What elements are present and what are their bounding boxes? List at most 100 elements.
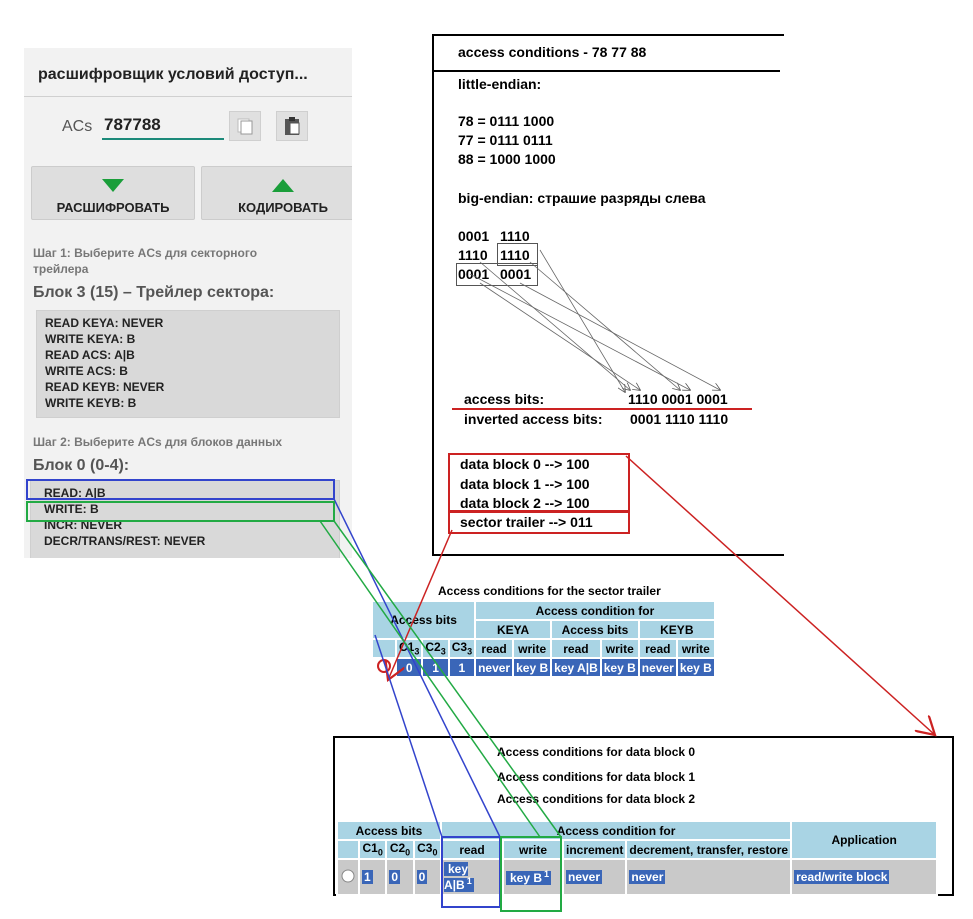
perm-read-acs: READ ACS: A|B [45, 348, 135, 362]
encode-label: КОДИРОВАТЬ [238, 200, 328, 215]
bit-c2: 0 [385, 858, 415, 896]
data-block1-caption: Access conditions for data block 1 [497, 770, 696, 784]
th-read: read [637, 638, 678, 659]
acs-input[interactable] [102, 112, 224, 140]
th-access-bits-group: Access bits [550, 619, 640, 640]
inverted-bits-value: 0001 1110 1110 [630, 411, 729, 427]
th-write: write [512, 638, 553, 659]
little-endian-label: little-endian: [458, 76, 542, 92]
trailer-row[interactable]: 0 1 1 never key B key A|B key B never ke… [371, 657, 716, 678]
perm-write-keya: WRITE KEYA: B [45, 332, 136, 346]
step1-text: Шаг 1: Выберите ACs для секторного трейл… [33, 246, 258, 276]
acs-read-value: key A|B [550, 657, 602, 678]
bit-c1: 0 [394, 657, 424, 678]
th-read: read [550, 638, 602, 659]
th-read: read [440, 839, 504, 860]
th-read: read [474, 638, 515, 659]
big-row2-b: 1110 [500, 247, 530, 263]
byte-78: 78 = 0111 1000 [458, 113, 555, 129]
th-decrement: decrement, transfer, restore [625, 839, 793, 860]
bit-c3: 1 [447, 657, 477, 678]
keyb-write-value: key B [675, 657, 716, 678]
bit-c2: 1 [421, 657, 450, 678]
th-c1: C10 [357, 839, 388, 860]
th-c2: C23 [421, 638, 450, 659]
perm-read-keya: READ KEYA: NEVER [45, 316, 164, 330]
application-value: read/write block [790, 858, 939, 896]
row-radio[interactable] [371, 657, 397, 678]
trailer-permissions[interactable]: READ KEYA: NEVER WRITE KEYA: B READ ACS:… [36, 310, 340, 418]
th-application: Application [790, 820, 939, 860]
byte-77: 77 = 0111 0111 [458, 132, 553, 148]
app-title: расшифровщик условий доступ... [38, 66, 308, 83]
explain-title: access conditions - 78 77 88 [458, 44, 647, 60]
th-write: write [599, 638, 640, 659]
th-c2: C20 [385, 839, 415, 860]
access-bits-label: access bits: [464, 391, 545, 407]
perm-write-acs: WRITE ACS: B [45, 364, 128, 378]
th-keya: KEYA [474, 619, 553, 640]
radio-icon [341, 869, 355, 882]
perm-write: WRITE: B [44, 502, 99, 516]
title-divider [24, 96, 352, 97]
trailer-table: Access bits Access condition for KEYA Ac… [370, 600, 716, 678]
th-write: write [675, 638, 716, 659]
th-keyb: KEYB [637, 619, 716, 640]
copy-button[interactable] [229, 111, 261, 141]
decrement-value: never [625, 858, 793, 896]
clipboard-icon [285, 117, 300, 135]
acs-write-value: key B [599, 657, 640, 678]
perm-write-keyb: WRITE KEYB: B [45, 396, 137, 410]
perm-read: READ: A|B [44, 486, 106, 500]
paste-button[interactable] [276, 111, 308, 141]
data-block-table: Access bits Access condition for Applica… [336, 820, 939, 896]
th-increment: increment [561, 839, 628, 860]
bit-c1: 1 [357, 858, 388, 896]
big-row1-a: 0001 [458, 228, 490, 244]
access-conditions-app: расшифровщик условий доступ... ACs РАСШИ… [24, 48, 352, 558]
th-write: write [502, 839, 564, 860]
access-bits-value: 1110 0001 0001 [628, 391, 728, 407]
th-blank [336, 839, 360, 860]
trailer-block-title: Блок 3 (15) – Трейлер сектора: [33, 284, 275, 301]
copy-icon [237, 118, 253, 135]
highlight-box-row3 [456, 263, 538, 286]
keya-write-value: key B [512, 657, 553, 678]
block0-title: Блок 0 (0-4): [33, 457, 130, 474]
th-blank [371, 638, 397, 659]
byte-88: 88 = 1000 1000 [458, 151, 556, 167]
encode-button[interactable]: КОДИРОВАТЬ [201, 166, 352, 220]
inverted-bits-label: inverted access bits: [464, 411, 603, 427]
decode-label: РАСШИФРОВАТЬ [56, 200, 170, 215]
th-access-bits: Access bits [370, 600, 477, 640]
th-c3: C30 [412, 839, 443, 860]
data-blocks-red-box [448, 453, 630, 513]
trailer-red-box [448, 510, 630, 534]
th-access-condition-for: Access condition for [474, 600, 716, 621]
arrow-up-icon [272, 179, 294, 192]
data-block-permissions[interactable]: READ: A|B WRITE: B INCR: NEVER DECR/TRAN… [30, 480, 340, 558]
perm-read-keyb: READ KEYB: NEVER [45, 380, 165, 394]
data-block1-line: data block 1 --> 100 [460, 476, 590, 492]
selected-radio-icon [377, 659, 391, 673]
keyb-read-value: never [637, 657, 678, 678]
perm-decr: DECR/TRANS/REST: NEVER [44, 534, 206, 548]
acs-label: ACs [62, 118, 93, 135]
decode-button[interactable]: РАСШИФРОВАТЬ [31, 166, 195, 220]
data-block0-caption: Access conditions for data block 0 [497, 745, 696, 759]
big-row1-b: 1110 [500, 228, 530, 244]
data-block0-line: data block 0 --> 100 [460, 456, 590, 472]
th-access-condition-for: Access condition for [439, 820, 793, 841]
perm-incr: INCR: NEVER [44, 518, 123, 532]
red-separator [452, 408, 752, 410]
trailer-table-caption: Access conditions for the sector trailer [438, 584, 661, 598]
row-radio[interactable] [336, 858, 360, 896]
th-c1: C13 [394, 638, 424, 659]
th-c3: C33 [447, 638, 477, 659]
explain-title-divider [434, 70, 780, 72]
data-block2-caption: Access conditions for data block 2 [497, 792, 696, 806]
bit-c3: 0 [412, 858, 443, 896]
